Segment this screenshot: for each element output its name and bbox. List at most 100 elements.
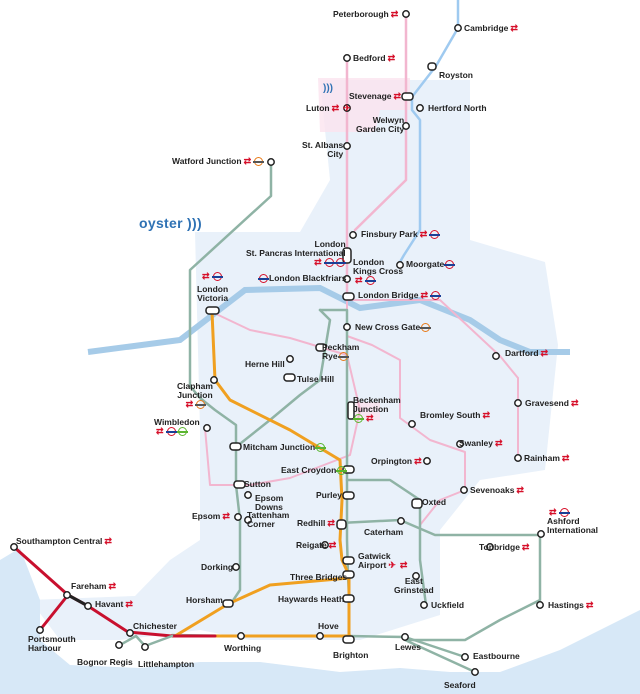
station-dot[interactable] [321,541,329,549]
station-dot[interactable] [141,643,149,651]
station-dot[interactable] [63,591,71,599]
station-dot[interactable] [397,517,405,525]
station-dot[interactable] [283,373,296,382]
station-dot[interactable] [342,292,355,301]
station-label-purley[interactable]: Purley [316,490,342,500]
station-dot[interactable] [411,498,423,509]
station-label-blackfriars[interactable]: London Blackfriars [258,274,346,284]
station-dot[interactable] [342,247,352,264]
station-dot[interactable] [222,599,234,608]
station-label-chichester[interactable]: Chichester [133,621,177,631]
station-dot[interactable] [412,572,420,580]
station-dot[interactable] [203,424,211,432]
station-dot[interactable] [427,62,437,71]
station-label-bromley-south[interactable]: Bromley South⇄ [420,410,490,421]
station-label-hertford-north[interactable]: Hertford North [428,103,487,113]
station-label-dorking[interactable]: Dorking [201,562,234,572]
station-label-sutton[interactable]: Sutton [244,479,271,489]
station-dot[interactable] [84,602,92,610]
station-dot[interactable] [343,323,351,331]
station-label-oxted[interactable]: Oxted [422,497,447,507]
station-dot[interactable] [349,231,357,239]
station-label-watford-junction[interactable]: Watford Junction⇄ [172,156,265,167]
station-dot[interactable] [343,142,351,150]
station-dot[interactable] [396,261,404,269]
station-dot[interactable] [342,491,355,500]
station-dot[interactable] [402,10,410,18]
station-label-reigate[interactable]: Reigate⇄ [296,540,337,551]
station-dot[interactable] [454,24,462,32]
station-dot[interactable] [234,513,242,521]
station-dot[interactable] [233,480,246,489]
station-dot[interactable] [408,420,416,428]
station-dot[interactable] [537,530,545,538]
station-dot[interactable] [401,633,409,641]
station-label-swanley[interactable]: Swanley⇄ [459,438,503,449]
station-label-bedford[interactable]: Bedford⇄ [353,53,396,64]
station-label-havant[interactable]: Havant⇄ [95,599,133,610]
station-dot[interactable] [343,275,351,283]
station-dot[interactable] [286,355,294,363]
station-dot[interactable] [232,563,240,571]
station-dot[interactable] [316,632,324,640]
station-label-brighton[interactable]: Brighton [333,650,369,660]
station-dot[interactable] [244,516,252,524]
station-label-three-bridges[interactable]: Three Bridges [290,572,348,582]
station-dot[interactable] [342,570,355,579]
station-dot[interactable] [343,104,351,112]
station-dot[interactable] [126,629,134,637]
station-dot[interactable] [343,54,351,62]
station-dot[interactable] [460,486,468,494]
station-dot[interactable] [237,632,245,640]
station-label-sevenoaks[interactable]: Sevenoaks⇄ [470,485,524,496]
station-label-east-croydon[interactable]: East Croydon [281,466,348,476]
station-label-seaford[interactable]: Seaford [444,680,476,690]
station-dot[interactable] [401,92,414,101]
station-dot[interactable] [471,668,479,676]
station-dot[interactable] [205,306,220,315]
station-label-new-cross-gate[interactable]: New Cross Gate [355,323,432,333]
station-dot[interactable] [267,158,275,166]
station-label-rainham[interactable]: Rainham⇄ [524,453,570,464]
station-label-epsom[interactable]: Epsom⇄ [192,511,230,522]
station-label-royston[interactable]: Royston [439,70,473,80]
station-dot[interactable] [492,352,500,360]
station-label-luton[interactable]: Luton⇄✈ [306,103,351,114]
station-label-wimbledon[interactable]: Wimbledon⇄ [154,417,200,437]
station-label-moorgate[interactable]: Moorgate [406,260,456,270]
station-dot[interactable] [342,594,355,603]
station-label-horsham[interactable]: Horsham [186,595,223,605]
station-label-hove[interactable]: Hove [318,621,339,631]
station-dot[interactable] [210,376,218,384]
station-dot[interactable] [420,601,428,609]
station-label-dartford[interactable]: Dartford⇄ [505,348,549,359]
station-dot[interactable] [342,556,355,565]
station-label-mitcham-junction[interactable]: Mitcham Junction [243,443,327,453]
station-label-tonbridge[interactable]: Tonbridge⇄ [479,542,530,553]
station-label-caterham[interactable]: Caterham [364,527,404,537]
station-label-cambridge[interactable]: Cambridge⇄ [464,23,518,34]
station-dot[interactable] [456,440,464,448]
station-dot[interactable] [514,454,522,462]
station-dot[interactable] [336,519,347,530]
station-dot[interactable] [402,122,410,130]
station-label-uckfield[interactable]: Uckfield [431,600,465,610]
station-dot[interactable] [229,442,242,451]
station-label-bognor-regis[interactable]: Bognor Regis [77,657,133,667]
station-dot[interactable] [315,343,327,352]
station-dot[interactable] [244,491,252,499]
station-label-redhill[interactable]: Redhill⇄ [297,518,335,529]
station-dot[interactable] [461,653,469,661]
station-dot[interactable] [342,635,355,644]
station-label-southampton-central[interactable]: Southampton Central⇄ [16,536,112,547]
station-label-london-bridge[interactable]: London Bridge⇄ [358,290,441,301]
